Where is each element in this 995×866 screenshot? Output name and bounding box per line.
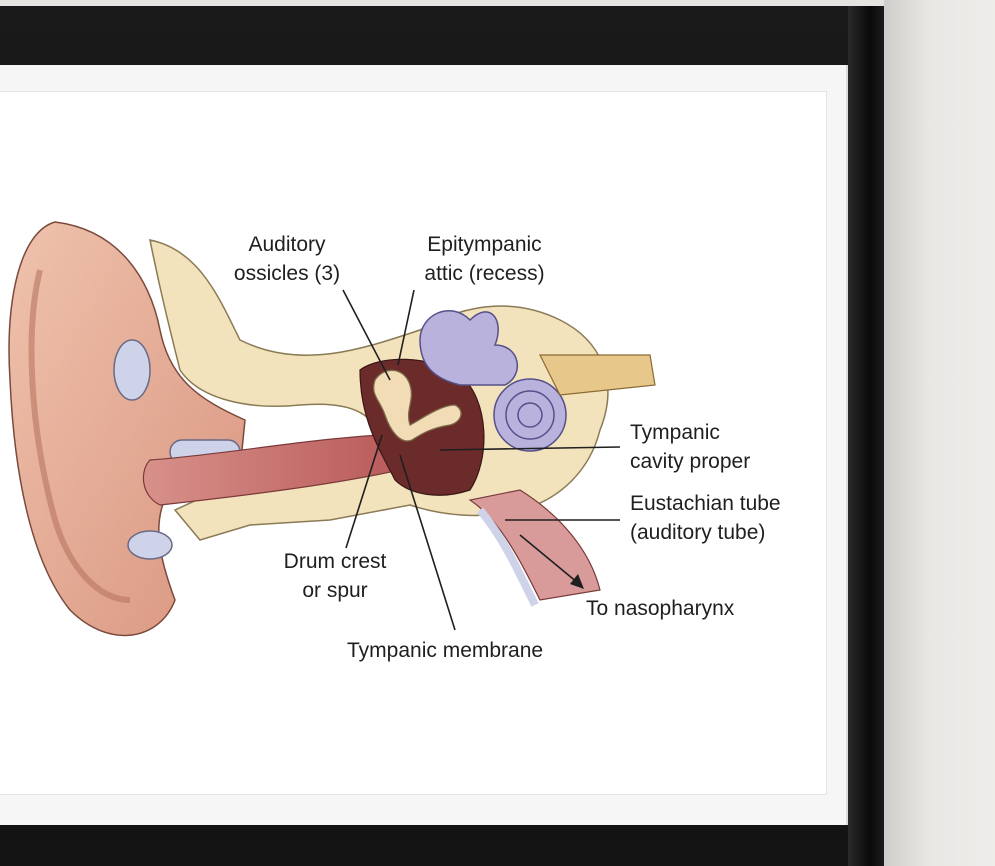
cochlea-inner [517, 402, 543, 428]
label-to-nasopharynx: To nasopharynx [586, 597, 735, 620]
eustachian-cartilage [476, 507, 539, 607]
leader-epitympanic [397, 289, 415, 366]
picture-frame-edge [848, 6, 884, 866]
label-tympanic-membrane: Tympanic membrane [347, 639, 544, 662]
eustachian-tube-shape [468, 489, 601, 601]
cartilage-lower [127, 530, 173, 560]
auricle-shape [8, 221, 246, 637]
external-auditory-canal [142, 434, 401, 506]
label-auditory-ossicles: Auditory ossicles (3) [233, 233, 341, 285]
cochlea-mid [505, 390, 555, 440]
label-epitympanic-attic: Epitympanic attic (recess) [424, 233, 545, 285]
leader-ossicles [342, 289, 391, 381]
auditory-nerve [539, 354, 656, 396]
label-tympanic-cavity-proper: Tympanic cavity proper [630, 421, 751, 473]
cartilage-upper [113, 339, 151, 401]
cochlea-outer [493, 378, 567, 452]
label-eustachian-tube: Eustachian tube (auditory tube) [630, 492, 781, 544]
wall-background [884, 0, 995, 866]
semicircular-canals [419, 310, 519, 386]
label-drum-crest: Drum crest or spur [283, 550, 387, 602]
leader-tympanic-membrane [399, 454, 456, 631]
leader-tympanic-cavity [439, 446, 621, 451]
auricle-inner-fold [28, 269, 131, 603]
ossicles-shape [373, 369, 462, 442]
leader-drum-crest [345, 434, 383, 549]
arrow-nasopharynx [570, 574, 584, 589]
leader-nasopharynx [519, 534, 579, 584]
